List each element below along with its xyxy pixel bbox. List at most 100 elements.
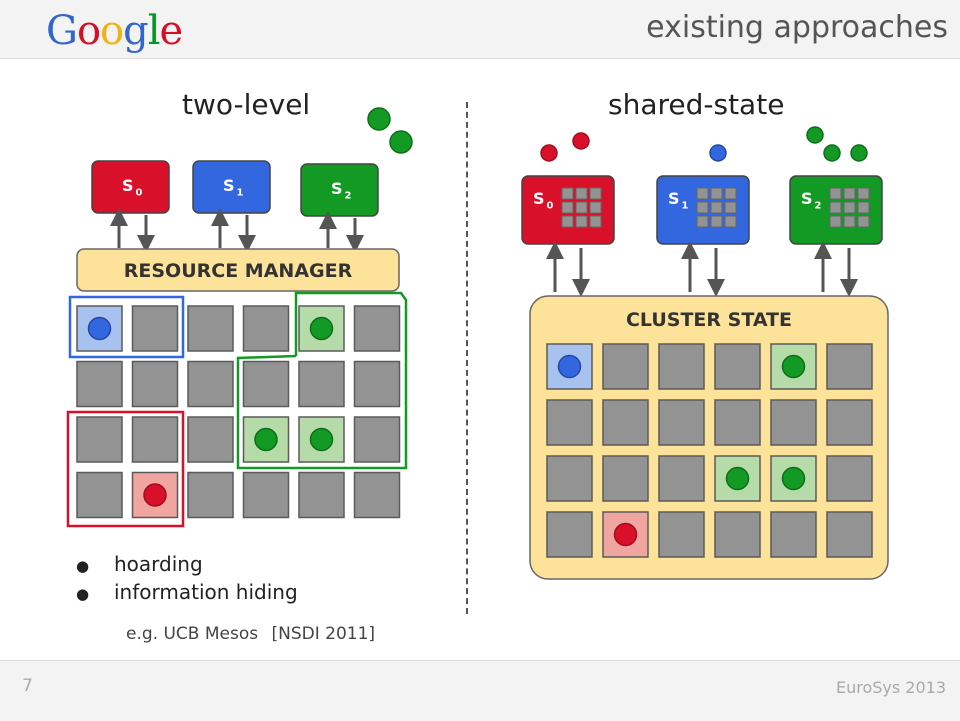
- green-task-dot: [254, 427, 278, 452]
- bullet-item: hoarding: [76, 550, 298, 578]
- green-offer-boundary: [236, 291, 408, 470]
- right-machine-cell: [546, 455, 593, 502]
- right-machine-cell: [826, 511, 873, 558]
- state-copy-cell: [575, 215, 588, 228]
- blue-offer-boundary: [68, 295, 185, 359]
- state-copy-cell: [843, 201, 856, 214]
- right-machine-cell: [826, 343, 873, 390]
- left-machine-cell: [131, 305, 179, 352]
- logo-letter: g: [123, 8, 149, 54]
- state-copy-cell: [561, 187, 574, 200]
- state-copy-cell: [575, 201, 588, 214]
- google-logo: Google: [46, 8, 184, 54]
- logo-letter: l: [147, 8, 161, 54]
- slide-header: [0, 0, 960, 59]
- blue-task-dot: [557, 354, 582, 379]
- logo-letter: o: [76, 8, 101, 54]
- state-copy-cell: [857, 187, 870, 200]
- right-machine-cell: [546, 399, 593, 446]
- state-copy-cell: [710, 201, 723, 214]
- state-copy-cell: [724, 187, 737, 200]
- logo-letter: e: [159, 8, 184, 54]
- slide-footer: [0, 660, 960, 721]
- left-machine-cell: [187, 471, 234, 519]
- state-copy-cell: [829, 215, 842, 228]
- right-machine-cell: [770, 399, 817, 446]
- left-machine-cell: [298, 416, 345, 463]
- state-copy-cell: [575, 187, 588, 200]
- state-copy-cell: [724, 215, 737, 228]
- logo-letter: G: [46, 8, 78, 54]
- pending-task-dot: [806, 126, 824, 144]
- pending-task-dot: [389, 130, 413, 154]
- right-machine-cell: [714, 343, 761, 390]
- state-copy-cell: [696, 187, 709, 200]
- right-machine-cell: [714, 511, 761, 558]
- state-copy-cell: [843, 187, 856, 200]
- pending-task-dot: [709, 144, 727, 162]
- resource-manager-label: RESOURCE MANAGER: [124, 260, 353, 282]
- two-level-title: two-level: [182, 88, 311, 121]
- left-machine-cell: [76, 360, 123, 408]
- left-machine-cell: [298, 360, 345, 408]
- right-machine-cell: [602, 399, 649, 446]
- blue-task-dot: [87, 316, 112, 341]
- state-copy-cell: [857, 201, 870, 214]
- left-machine-cell: [242, 471, 290, 519]
- left-machine-cell: [76, 416, 123, 463]
- pending-task-dot: [823, 144, 841, 162]
- left-machine-cell: [187, 305, 234, 352]
- right-machine-cell: [826, 399, 873, 446]
- left-machine-cell: [353, 360, 401, 408]
- state-copy-cell: [696, 215, 709, 228]
- logo-letter: o: [100, 8, 124, 54]
- red-task-dot: [613, 522, 638, 547]
- left-machine-cell: [242, 305, 290, 352]
- left-machine-cell: [353, 416, 401, 463]
- left-machine-cell: [131, 416, 179, 463]
- right-machine-cell: [602, 455, 649, 502]
- state-copy-cell: [561, 201, 574, 214]
- left-machine-cell: [242, 360, 290, 408]
- right-machine-cell: [658, 511, 705, 558]
- left-machine-cell: [76, 471, 123, 519]
- state-copy-cell: [857, 215, 870, 228]
- pending-task-dot: [850, 144, 868, 162]
- right-machine-cell: [714, 399, 761, 446]
- page-number: 7: [22, 676, 33, 696]
- state-copy-cell: [829, 201, 842, 214]
- state-copy-cell: [561, 215, 574, 228]
- resource-manager: [76, 248, 400, 292]
- right-machine-cell: [658, 455, 705, 502]
- state-copy-cell: [589, 187, 602, 200]
- green-task-dot: [309, 427, 334, 452]
- left-machine-cell: [187, 360, 234, 408]
- left-machine-cell: [298, 471, 345, 519]
- right-machine-cell: [546, 511, 593, 558]
- green-task-dot: [781, 354, 806, 379]
- citation: e.g. UCB Mesos [NSDI 2011]: [126, 624, 383, 644]
- left-machine-cell: [353, 471, 401, 519]
- state-copy-cell: [589, 215, 602, 228]
- right-machine-cell: [658, 399, 705, 446]
- scheduler-s1: [192, 160, 271, 214]
- state-copy-cell: [829, 187, 842, 200]
- cluster-state-label: CLUSTER STATE: [626, 309, 792, 331]
- state-copy-cell: [589, 201, 602, 214]
- right-machine-cell: [658, 343, 705, 390]
- right-machine-cell: [602, 343, 649, 390]
- scheduler-s2: [300, 163, 379, 217]
- right-machine-cell: [826, 455, 873, 502]
- state-copy-cell: [696, 201, 709, 214]
- scheduler-s0: [91, 160, 170, 214]
- right-machine-cell: [770, 455, 817, 502]
- pending-task-dot: [540, 144, 558, 162]
- citation-reference: [NSDI 2011]: [271, 624, 376, 644]
- slide-title: existing approaches: [646, 10, 948, 45]
- left-machine-cell: [131, 360, 179, 408]
- green-task-dot: [309, 316, 334, 341]
- state-copy-cell: [843, 215, 856, 228]
